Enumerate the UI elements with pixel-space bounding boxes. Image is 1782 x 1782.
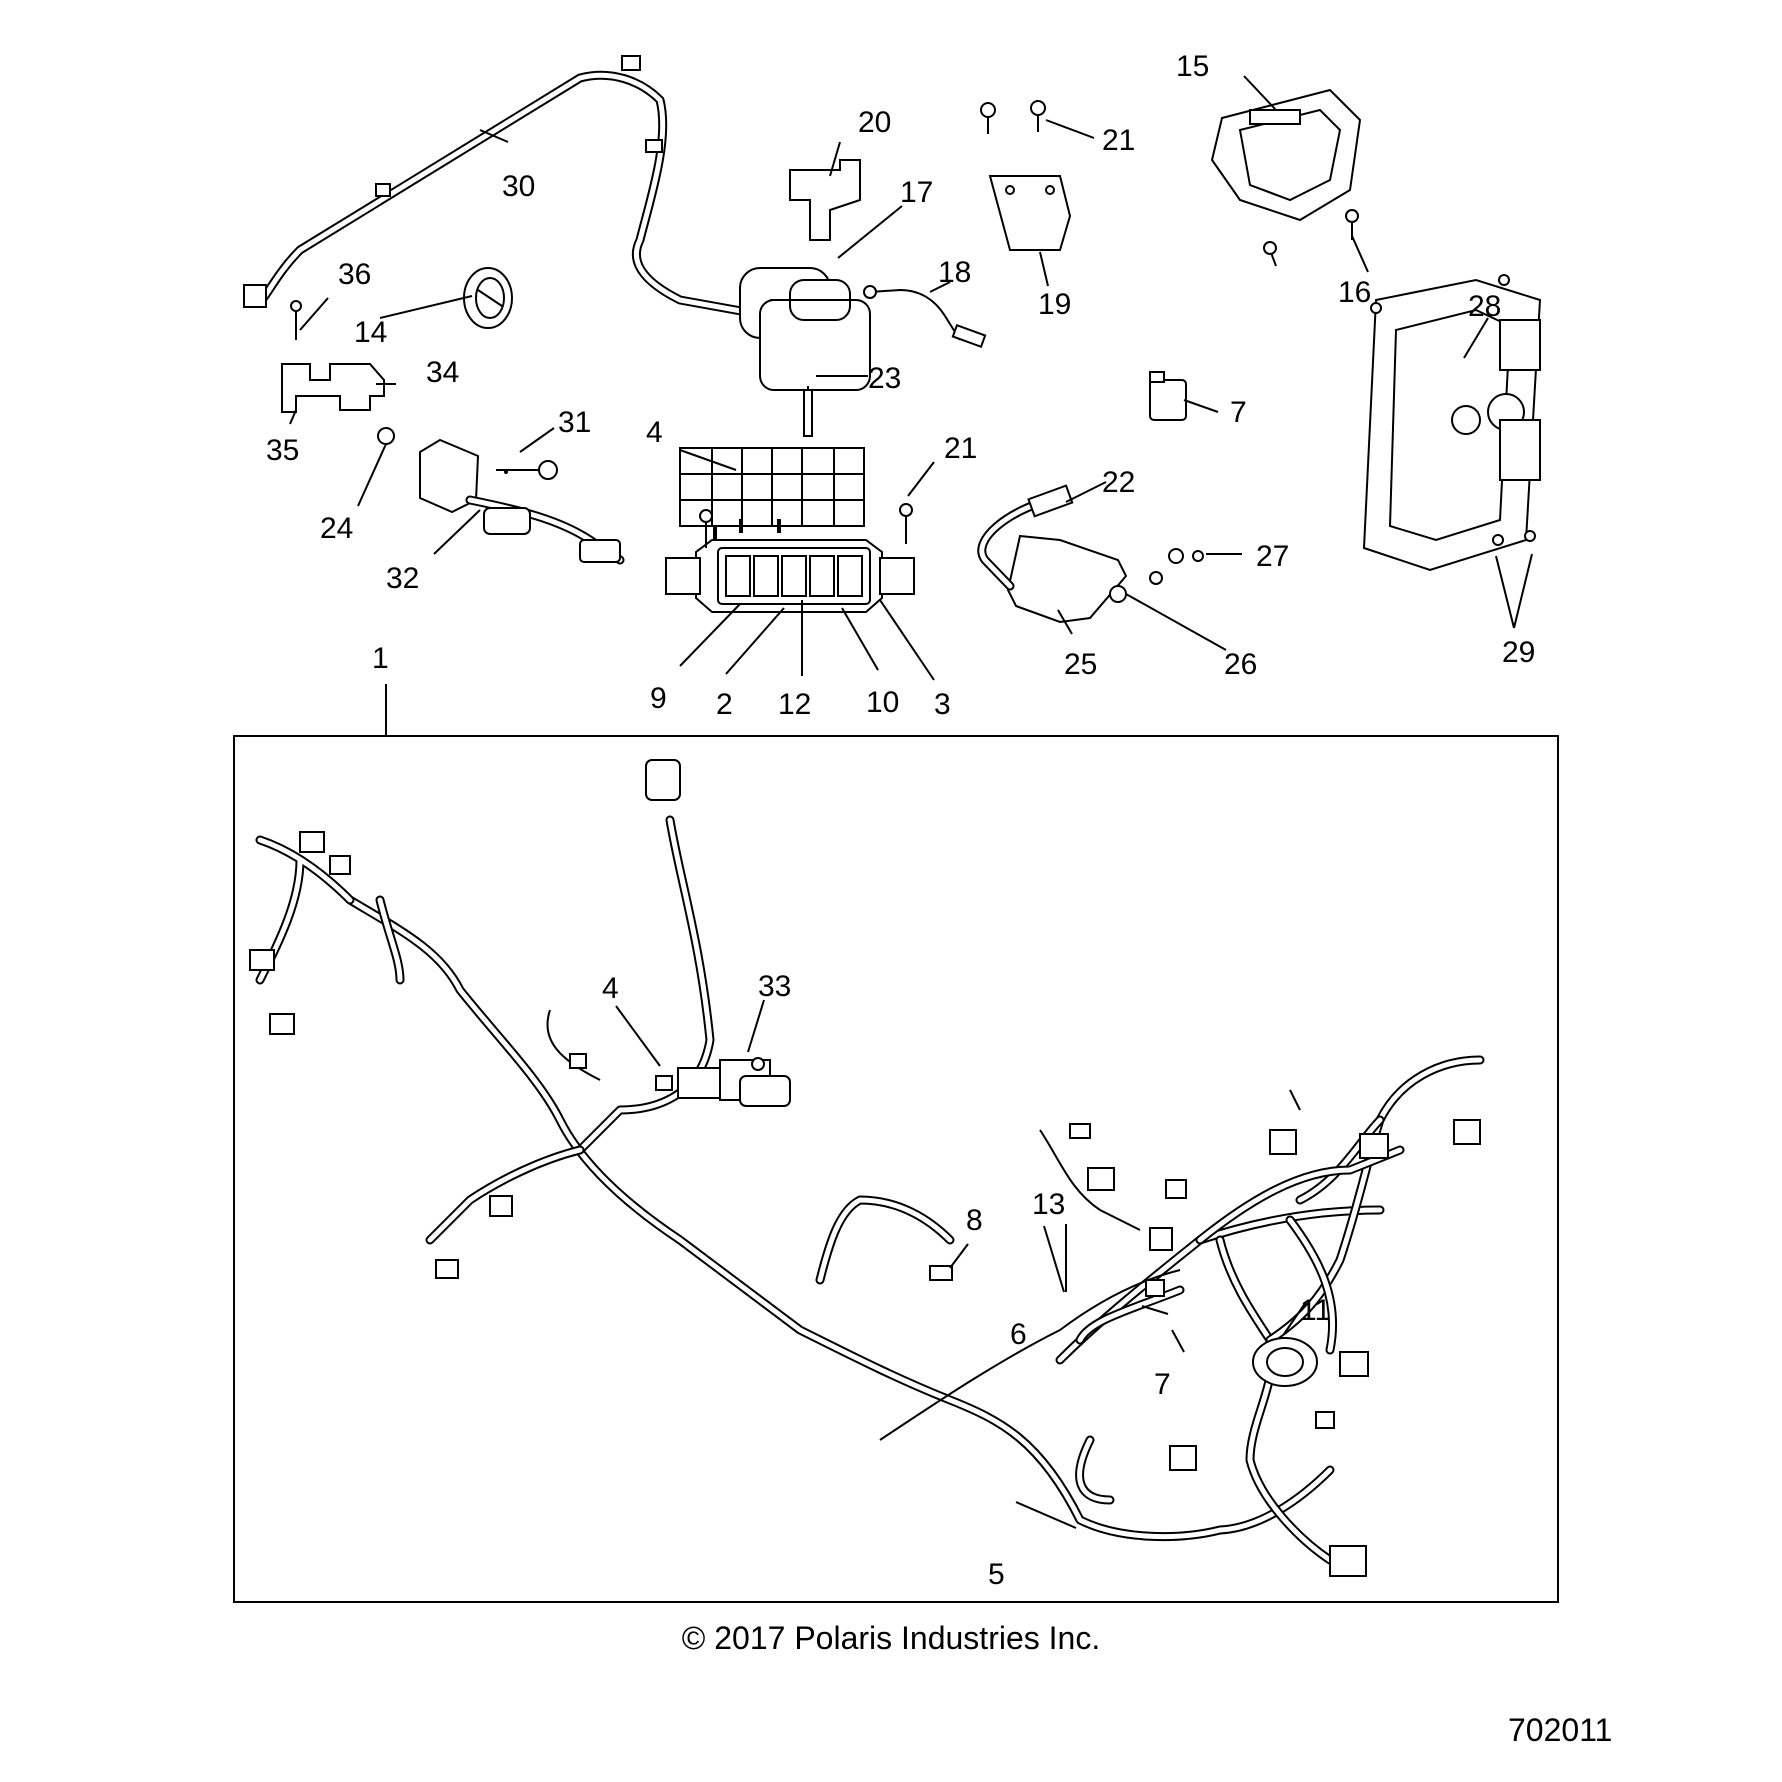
leader-lines <box>289 75 1533 736</box>
relay-7-top <box>1149 371 1187 421</box>
callout-23: 23 <box>868 362 901 395</box>
callout-9: 9 <box>650 682 667 715</box>
callout-7-top: 7 <box>1230 396 1247 429</box>
harness-branch-30 <box>243 55 799 327</box>
callout-28: 28 <box>1468 290 1501 323</box>
callout-27: 27 <box>1256 540 1289 573</box>
assembly-frame <box>233 735 1559 1603</box>
callout-20: 20 <box>858 106 891 139</box>
callout-24: 24 <box>320 512 353 545</box>
callout-29: 29 <box>1502 636 1535 669</box>
callout-21-top: 21 <box>1102 124 1135 157</box>
callout-13: 13 <box>1032 1188 1065 1221</box>
callout-4-top: 4 <box>646 416 663 449</box>
callout-25: 25 <box>1064 648 1097 681</box>
callout-22: 22 <box>1102 466 1135 499</box>
callout-16: 16 <box>1338 276 1371 309</box>
callout-2: 2 <box>716 688 733 721</box>
callout-labels: 30 36 14 34 35 24 32 31 20 17 18 23 21 1… <box>266 50 1535 1591</box>
fuse-label-4 <box>679 447 865 527</box>
callout-18: 18 <box>938 256 971 289</box>
callout-19: 19 <box>1038 288 1071 321</box>
plate-19 <box>980 100 1072 251</box>
callout-36: 36 <box>338 258 371 291</box>
callout-4-frame: 4 <box>602 972 619 1005</box>
callout-10: 10 <box>866 686 899 719</box>
callout-35: 35 <box>266 434 299 467</box>
coil-assembly-17 <box>739 159 987 437</box>
callout-5: 5 <box>988 1558 1005 1591</box>
callout-32: 32 <box>386 562 419 595</box>
module-32 <box>419 438 625 565</box>
leader-lines-lower <box>615 999 1307 1529</box>
callout-3: 3 <box>934 688 951 721</box>
callout-17: 17 <box>900 176 933 209</box>
callout-15: 15 <box>1176 50 1209 83</box>
bracket-34 <box>281 300 395 445</box>
grommet-14 <box>463 267 513 329</box>
callout-7-frame: 7 <box>1154 1368 1171 1401</box>
callout-12: 12 <box>778 688 811 721</box>
main-harness-5 <box>249 759 1485 1577</box>
callout-34: 34 <box>426 356 459 389</box>
callout-6: 6 <box>1010 1318 1027 1351</box>
terminal-block-25 <box>977 484 1204 624</box>
callout-31: 31 <box>558 406 591 439</box>
callout-8: 8 <box>966 1204 983 1237</box>
callout-30: 30 <box>502 170 535 203</box>
callout-14: 14 <box>354 316 387 349</box>
ecu-28 <box>1362 274 1542 572</box>
cover-15 <box>1210 88 1362 267</box>
fuse-box-9 <box>504 470 915 613</box>
figure-id: 702011 <box>1508 1712 1613 1748</box>
callout-33: 33 <box>758 970 791 1003</box>
callout-1: 1 <box>372 642 389 675</box>
callout-21-mid: 21 <box>944 432 977 465</box>
copyright-notice: © 2017 Polaris Industries Inc. <box>681 1620 1101 1656</box>
callout-11: 11 <box>1300 1294 1331 1327</box>
callout-26: 26 <box>1224 648 1257 681</box>
